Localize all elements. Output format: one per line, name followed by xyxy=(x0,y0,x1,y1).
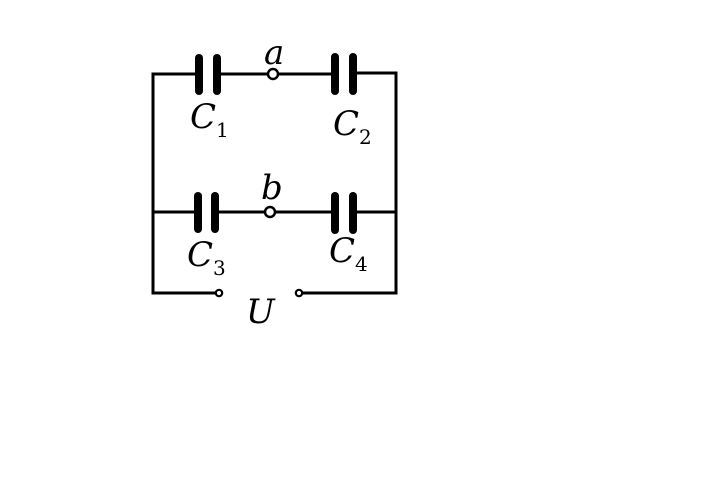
source-label: U xyxy=(246,292,276,332)
capacitor-c3 xyxy=(194,192,219,233)
node-a-label: a xyxy=(264,33,284,73)
node-b-label: b xyxy=(261,168,283,208)
source-terminal-left xyxy=(214,288,224,298)
c3-label: C3 xyxy=(187,235,226,280)
wiring xyxy=(151,71,398,295)
source-terminal-right xyxy=(294,288,304,298)
capacitor-c1 xyxy=(195,54,221,95)
node-b xyxy=(263,205,277,219)
c2-label: C2 xyxy=(333,104,372,149)
capacitor-c4 xyxy=(331,192,357,234)
capacitor-c2 xyxy=(331,53,357,95)
c1-label: C1 xyxy=(190,97,229,142)
c4-label: C4 xyxy=(329,231,368,276)
node-a xyxy=(266,67,280,81)
